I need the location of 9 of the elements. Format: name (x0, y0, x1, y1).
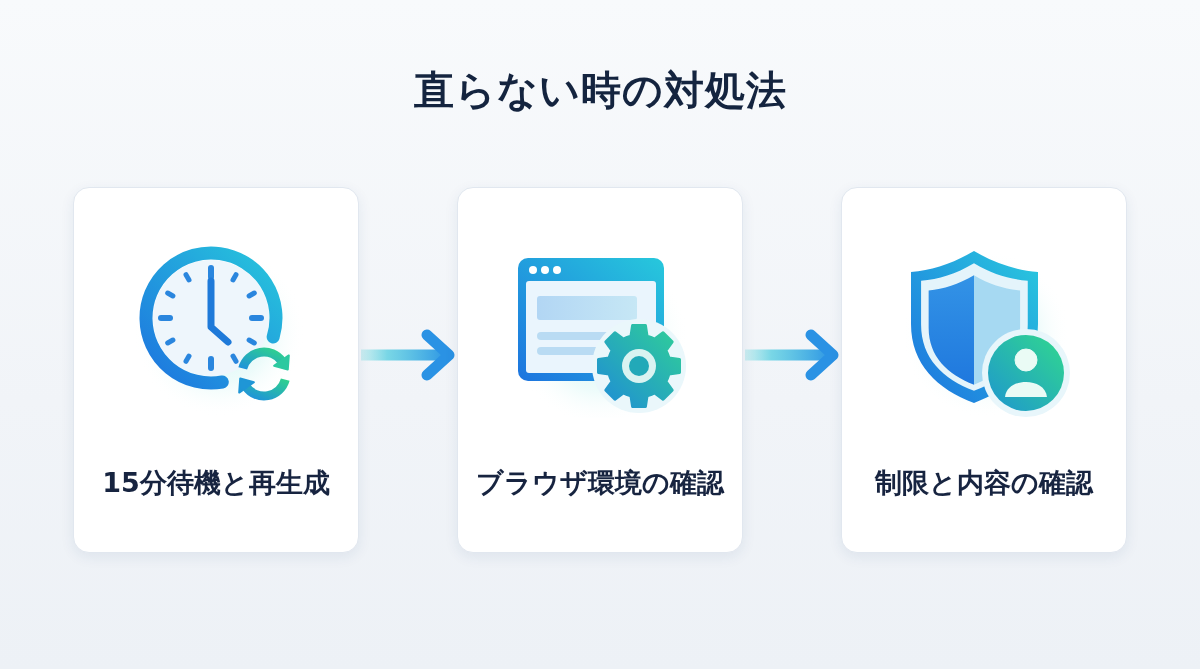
step-card (841, 187, 1127, 553)
step-card (457, 187, 743, 553)
step-label: 制限と内容の確認 (873, 466, 1095, 500)
step-card (73, 187, 359, 553)
arrow (745, 329, 839, 381)
title: 直らない時の対処法 (412, 66, 788, 115)
step-label: ブラウザ環境の確認 (475, 466, 726, 500)
step-label: 15分待機と再生成 (101, 466, 331, 500)
arrow (361, 329, 455, 381)
